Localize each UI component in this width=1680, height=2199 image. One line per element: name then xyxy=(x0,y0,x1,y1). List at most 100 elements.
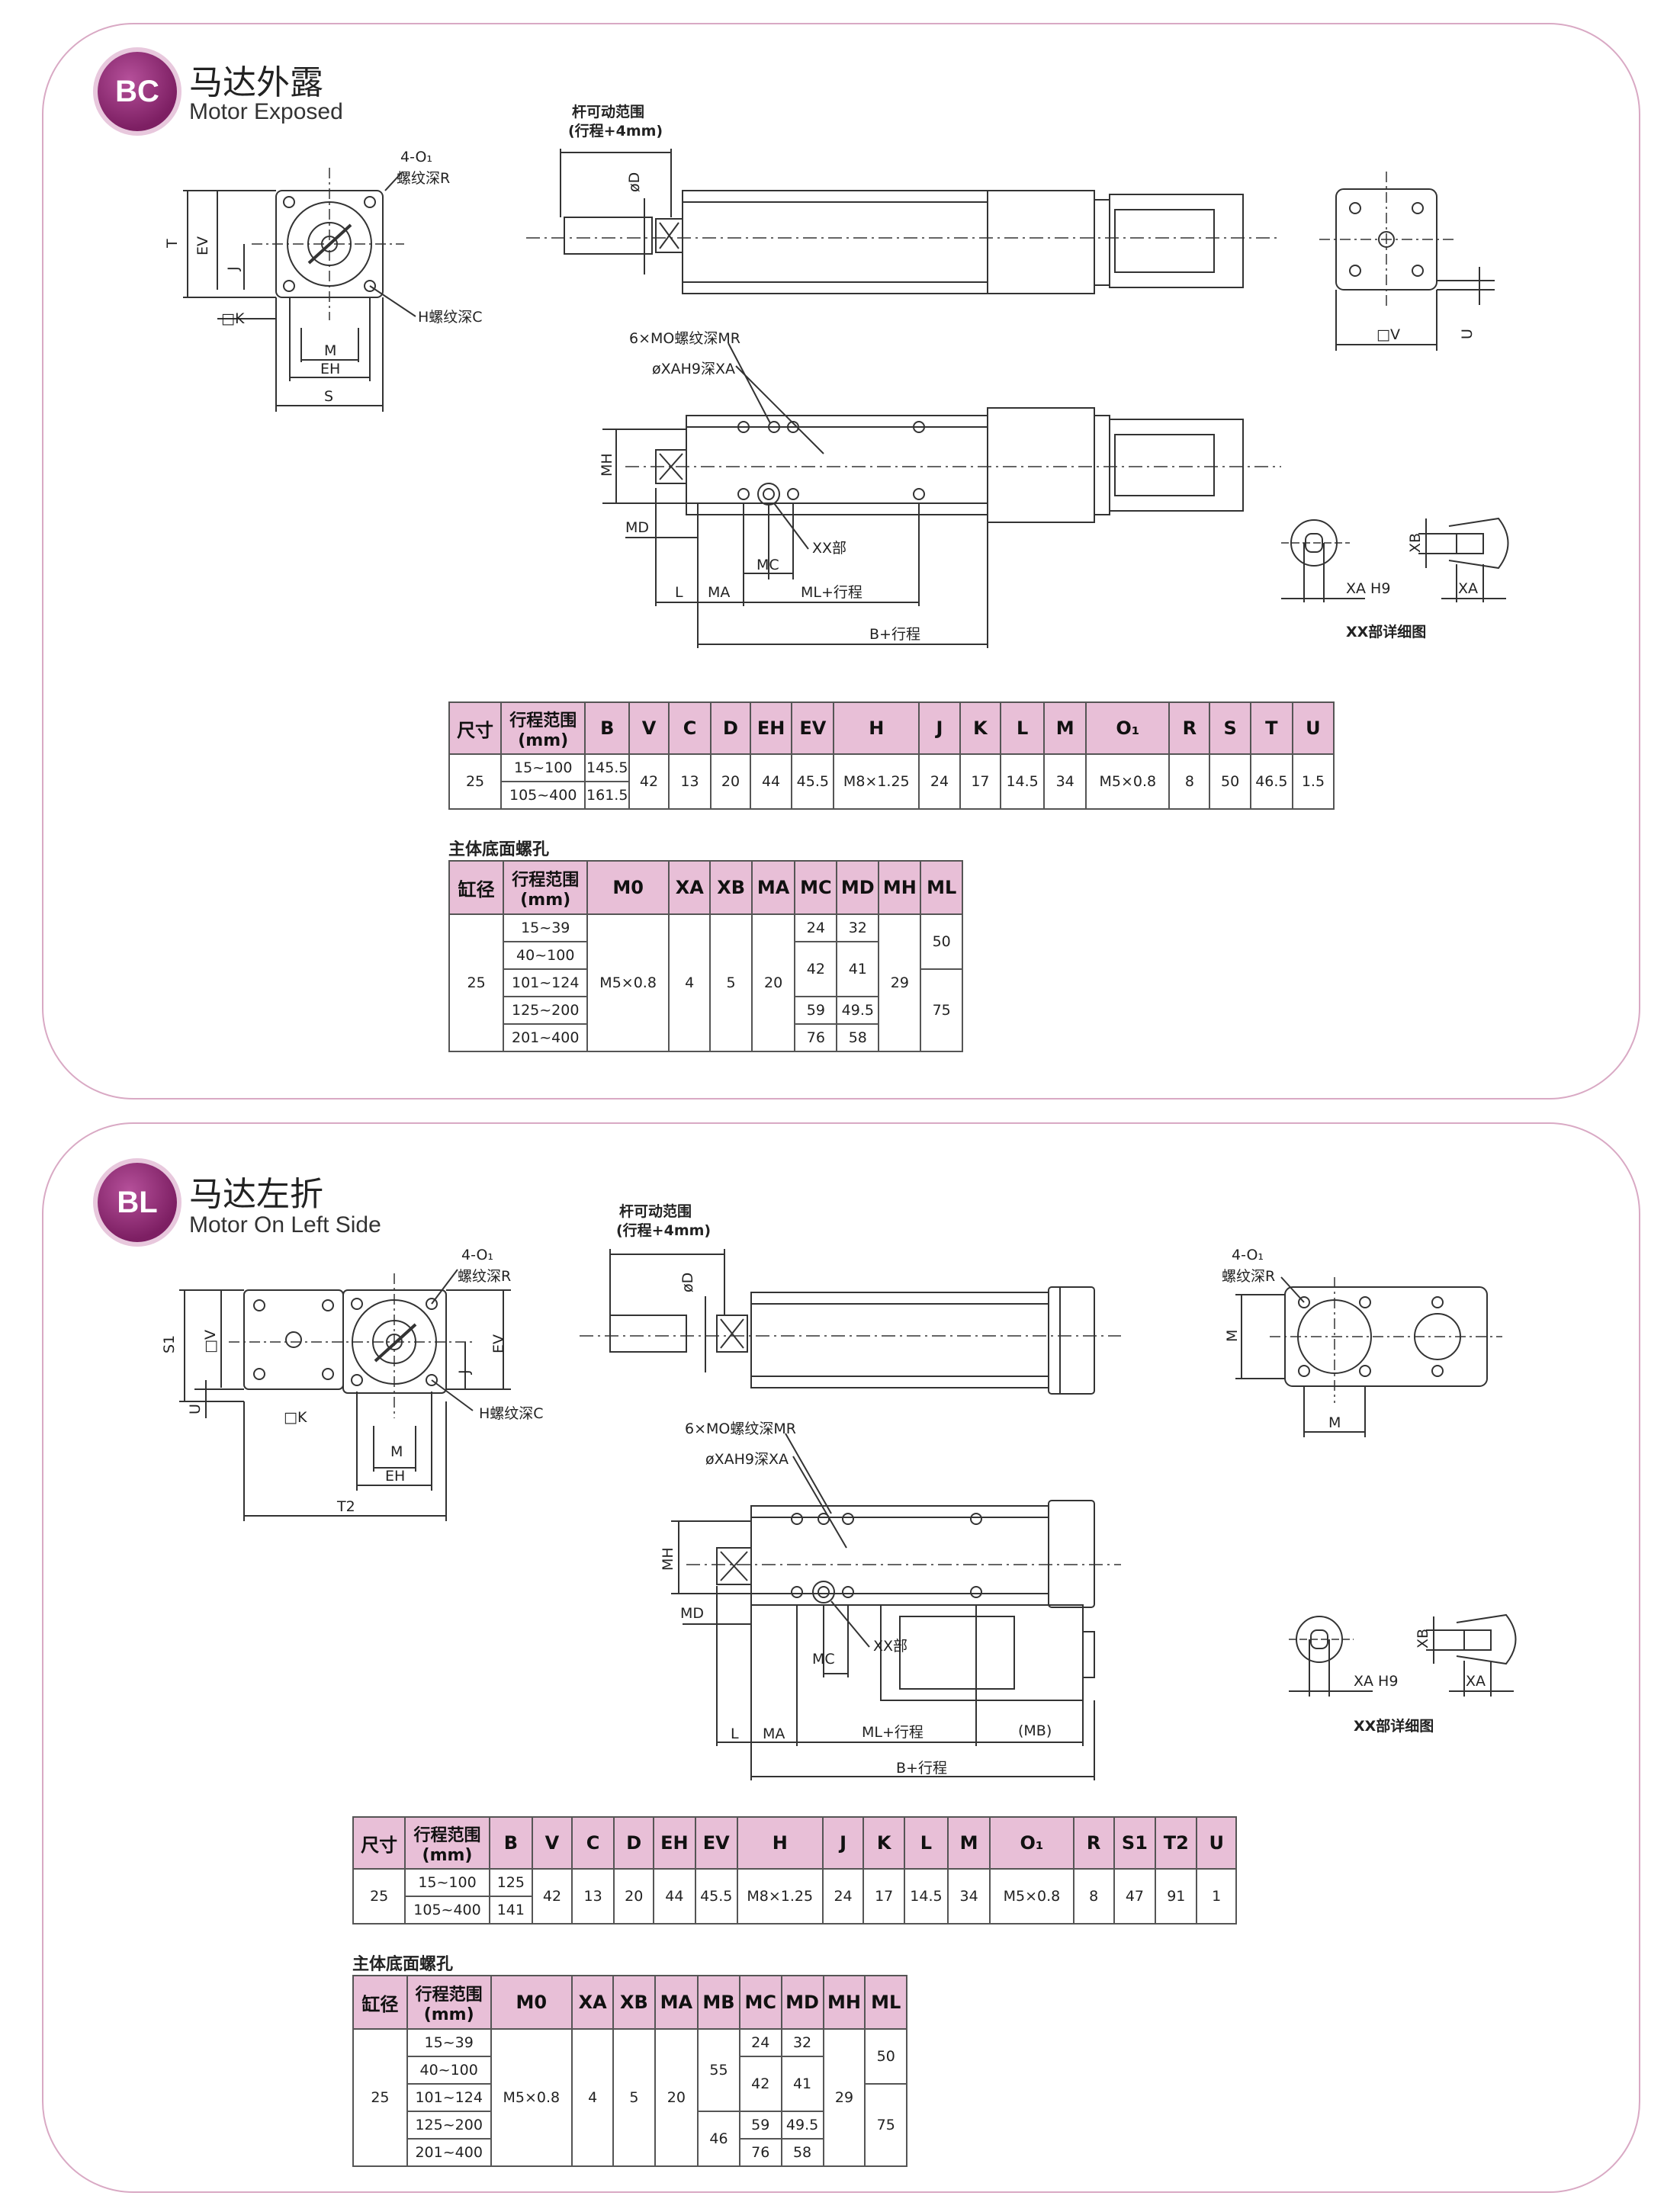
cell-j: 24 xyxy=(918,753,961,810)
col-header: EH xyxy=(749,701,793,755)
label-m-bottom: M xyxy=(1328,1414,1341,1431)
col-header: K xyxy=(862,1816,905,1870)
col-header: MH xyxy=(878,860,922,915)
cell-range: 101~124 xyxy=(503,968,589,997)
col-header: D xyxy=(613,1816,655,1870)
label-eh: EH xyxy=(385,1468,405,1485)
cell-m0: M5×0.8 xyxy=(490,2028,573,2167)
cell-c: 13 xyxy=(667,753,712,810)
label-l: L xyxy=(731,1725,739,1742)
cell-size: 25 xyxy=(448,753,503,810)
col-header: S xyxy=(1209,701,1251,755)
col-header: MA xyxy=(750,860,796,915)
col-header: M0 xyxy=(586,860,670,915)
cell-ml: 50 xyxy=(864,2028,907,2085)
label-j: J xyxy=(456,1369,473,1375)
label-xa: øXAH9深XA xyxy=(705,1451,789,1468)
cell-size: 25 xyxy=(448,913,505,1052)
cell-xa: 4 xyxy=(668,913,712,1052)
cell-ml: 75 xyxy=(864,2083,907,2167)
section-title-en: Motor On Left Side xyxy=(189,1212,381,1238)
cell-ml: 75 xyxy=(920,968,963,1052)
col-header: D xyxy=(710,701,751,755)
label-xb: XB xyxy=(1407,533,1424,553)
label-stroke4: (行程+4mm) xyxy=(616,1221,711,1239)
cell-ma: 20 xyxy=(654,2028,699,2167)
cell-mc: 76 xyxy=(794,1023,838,1052)
label-rod-range: 杆可动范围 xyxy=(572,103,644,120)
label-xah9: XA H9 xyxy=(1346,580,1390,597)
label-thread-c: H螺纹深C xyxy=(418,309,483,326)
label-m-right: M xyxy=(1224,1330,1241,1342)
cell-b: 145.5 xyxy=(584,753,631,782)
label-l: L xyxy=(675,584,683,601)
cell-md: 41 xyxy=(780,2056,824,2112)
col-header: K xyxy=(959,701,1002,755)
col-header: C xyxy=(667,701,712,755)
section-title-en: Motor Exposed xyxy=(189,99,343,124)
cell-o1: M5×0.8 xyxy=(989,1868,1074,1925)
cell-u: 1 xyxy=(1196,1868,1237,1925)
cell-h: M8×1.25 xyxy=(833,753,920,810)
col-header: B xyxy=(584,701,631,755)
cell-xa: 4 xyxy=(571,2028,615,2167)
col-header: 缸径 xyxy=(352,1975,408,2030)
rod xyxy=(564,217,653,255)
label-ev: EV xyxy=(490,1334,507,1353)
col-header: M0 xyxy=(490,1975,573,2030)
cell-k: 17 xyxy=(959,753,1002,810)
label-ev: EV xyxy=(194,236,211,255)
label-s: S xyxy=(324,388,333,405)
label-detail: XX部详细图 xyxy=(1346,623,1426,640)
col-header: 行程范围 (mm) xyxy=(404,1816,490,1870)
drawing-motor-left: 4-O₁ 螺纹深R H螺纹深C S1 □V U J EV □K M EH T2 … xyxy=(161,1202,1517,1780)
label-thread-r: 螺纹深R xyxy=(458,1268,511,1285)
cell-md: 49.5 xyxy=(836,996,880,1025)
col-header: XA xyxy=(571,1975,615,2030)
cell-range: 105~400 xyxy=(404,1896,490,1925)
cell-j: 24 xyxy=(821,1868,865,1925)
col-header: 尺寸 xyxy=(448,701,503,755)
cell-o1: M5×0.8 xyxy=(1085,753,1171,810)
col-header: MA xyxy=(654,1975,699,2030)
cell-mc: 42 xyxy=(738,2056,782,2112)
cell-c: 13 xyxy=(570,1868,615,1925)
cell-ev: 45.5 xyxy=(791,753,835,810)
label-stroke4: (行程+4mm) xyxy=(568,122,663,140)
cell-v: 42 xyxy=(628,753,670,810)
label-mc: MC xyxy=(756,557,779,573)
cell-range: 15~39 xyxy=(406,2028,492,2057)
table2-title: 主体底面螺孔 xyxy=(352,1955,454,1974)
cell-v: 42 xyxy=(532,1868,573,1925)
spec-table-bl: 尺寸 行程范围 (mm) B V C D EH EV H J K L M O₁ … xyxy=(352,1816,1237,1925)
label-k: □K xyxy=(221,310,245,327)
cell-l: 14.5 xyxy=(1000,753,1046,810)
cell-mh: 29 xyxy=(878,913,922,1052)
label-j: J xyxy=(225,266,242,271)
label-u: U xyxy=(1459,329,1476,339)
cell-size: 25 xyxy=(352,2028,408,2167)
cell-range: 40~100 xyxy=(503,941,589,970)
cell-t2: 91 xyxy=(1155,1868,1198,1925)
col-header: MD xyxy=(836,860,880,915)
col-header: V xyxy=(532,1816,573,1870)
drawing-motor-exposed: 4-O₁ 螺纹深R H螺纹深C T EV J □K M EH S 杆可动范围 (… xyxy=(164,103,1509,648)
cell-l: 14.5 xyxy=(903,1868,949,1925)
label-thread-r-right: 螺纹深R xyxy=(1222,1268,1275,1285)
label-d: øD xyxy=(679,1273,696,1292)
label-u: U xyxy=(187,1404,204,1414)
cell-range: 105~400 xyxy=(500,781,586,810)
cell-md: 32 xyxy=(836,913,880,942)
label-ma: MA xyxy=(763,1725,785,1742)
col-header: EH xyxy=(653,1816,696,1870)
cell-range: 125~200 xyxy=(503,996,589,1025)
label-ml: ML+行程 xyxy=(862,1724,924,1741)
cell-md: 49.5 xyxy=(780,2111,824,2140)
label-b: B+行程 xyxy=(869,626,920,643)
section-badge-bl: BL xyxy=(98,1163,177,1242)
cell-mc: 76 xyxy=(738,2138,782,2167)
cell-eh: 44 xyxy=(749,753,793,810)
cell-xb: 5 xyxy=(709,913,753,1052)
cell-xb: 5 xyxy=(612,2028,656,2167)
cell-md: 58 xyxy=(836,1023,880,1052)
